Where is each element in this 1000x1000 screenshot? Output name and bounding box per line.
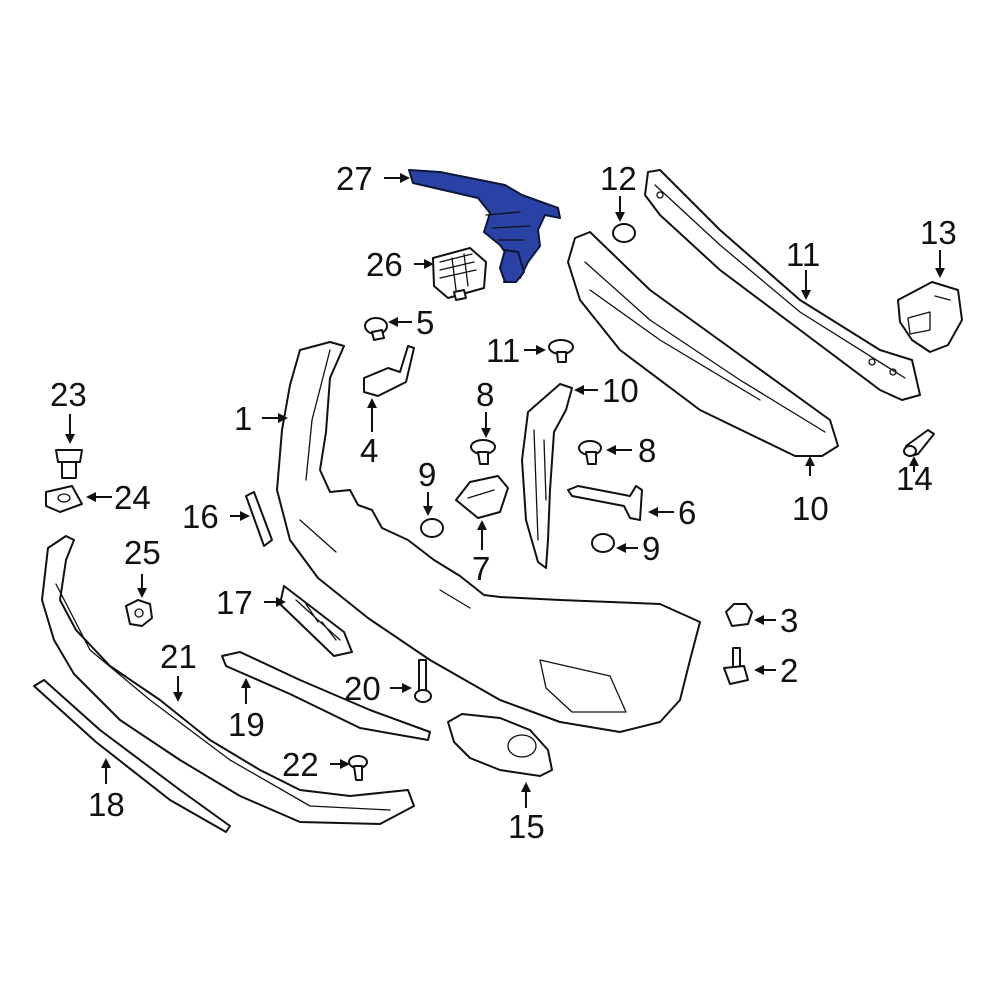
callout-10: 10 — [602, 372, 639, 409]
callout-27: 25 — [124, 534, 161, 571]
part-6-bracket[interactable] — [567, 485, 643, 521]
part-26-clip-nut[interactable] — [45, 485, 83, 513]
part-2-bolt[interactable] — [723, 647, 749, 685]
part-14-plug[interactable] — [612, 223, 636, 243]
part-23-lower-valance[interactable] — [41, 535, 415, 825]
callout-15: 13 — [920, 214, 957, 251]
callout-24: 22 — [282, 746, 319, 783]
callout-26: 24 — [114, 479, 151, 516]
callout-4: 4 — [360, 432, 378, 469]
callout-8: 8 — [476, 376, 494, 413]
part-10-side-support[interactable] — [521, 383, 573, 569]
callout-28: 26 — [366, 246, 403, 283]
callout-23: 21 — [160, 638, 197, 675]
part-24-clip[interactable] — [348, 755, 368, 781]
callout-21: 19 — [228, 706, 265, 743]
part-17-fog-bezel[interactable] — [447, 713, 553, 777]
part-22-push-pin[interactable] — [414, 659, 432, 703]
callout-20: 18 — [88, 786, 125, 823]
part-20-lower-strip[interactable] — [33, 679, 231, 833]
callout-18: 16 — [182, 498, 219, 535]
callout-22: 20 — [344, 670, 381, 707]
callout-numbers: 27 26 12 11 13 14 10 5 4 1 11 10 8 8 7 6… — [50, 160, 957, 845]
callout-2: 2 — [780, 652, 798, 689]
callout-8-right: 8 — [638, 432, 656, 469]
part-4-bracket[interactable] — [363, 345, 415, 397]
callout-17: 15 — [508, 808, 545, 845]
leader-lines — [65, 173, 945, 808]
part-9-clip-right[interactable] — [591, 533, 615, 553]
callout-6: 6 — [678, 494, 696, 531]
callout-29: 27 — [336, 160, 373, 197]
part-5-clip[interactable] — [364, 317, 388, 341]
callout-16: 14 — [896, 460, 933, 497]
callout-9-left-clip: 9 — [418, 456, 436, 493]
part-11-fastener[interactable] — [548, 339, 574, 363]
part-18-reflector[interactable] — [245, 491, 273, 547]
part-3-nut[interactable] — [725, 603, 753, 627]
part-9-clip[interactable] — [420, 518, 444, 538]
part-27-nut[interactable] — [125, 599, 153, 627]
callout-3: 3 — [780, 602, 798, 639]
callout-1: 1 — [234, 400, 252, 437]
callout-11: 11 — [486, 332, 520, 369]
callout-12: 10 — [792, 490, 829, 527]
part-8-clip[interactable] — [470, 439, 496, 465]
part-16-bolt[interactable] — [903, 429, 935, 457]
part-12-energy-absorber[interactable] — [567, 231, 839, 457]
part-15-bracket[interactable] — [897, 281, 963, 353]
part-7-bracket[interactable] — [455, 475, 509, 519]
part-28-module[interactable] — [432, 247, 487, 301]
callout-7: 7 — [472, 550, 490, 587]
part-1-bumper-cover[interactable] — [276, 341, 701, 733]
callout-13: 11 — [786, 236, 820, 273]
part-21-lower-trim[interactable] — [221, 651, 431, 741]
callout-9-right-clip: 9 — [642, 530, 660, 567]
callout-5: 5 — [416, 304, 434, 341]
part-13-reinforcement-bar[interactable] — [644, 169, 921, 401]
part-25-bolt[interactable] — [55, 449, 83, 479]
part-29-highlighted-bracket[interactable] — [408, 169, 561, 283]
callout-14: 12 — [600, 160, 637, 197]
callout-25: 23 — [50, 376, 87, 413]
callout-19: 17 — [216, 584, 253, 621]
part-8-clip-right[interactable] — [578, 440, 602, 465]
